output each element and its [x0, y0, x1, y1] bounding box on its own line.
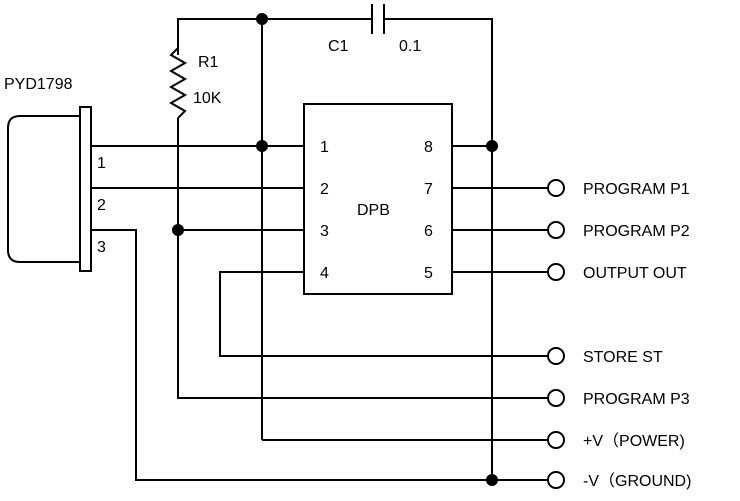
terminal-program-p2[interactable]: [547, 221, 565, 239]
junction-dot: [486, 140, 498, 152]
capacitor-c1: C1 0.1: [328, 4, 421, 55]
capacitor-value-label: 0.1: [399, 38, 421, 55]
junction-dot: [172, 224, 184, 236]
terminal-label-output-out: OUTPUT OUT: [583, 265, 687, 282]
resistor-ref-label: R1: [198, 54, 219, 71]
capacitor-ref-label: C1: [328, 38, 349, 55]
junction-dot: [256, 140, 268, 152]
terminal-label-power: +V（POWER): [583, 432, 685, 450]
terminal-ground[interactable]: [547, 471, 565, 489]
junction-dot: [256, 13, 268, 25]
chip-pin-7: 7: [424, 181, 433, 198]
junctions: [172, 13, 498, 486]
terminal-program-p3[interactable]: [547, 389, 565, 407]
terminal-store-st[interactable]: [547, 347, 565, 365]
chip-pin-3: 3: [320, 223, 329, 240]
junction-dot: [486, 474, 498, 486]
sensor-pin-2: 2: [97, 197, 106, 214]
terminal-output-out[interactable]: [547, 263, 565, 281]
chip-pin-1: 1: [320, 139, 329, 156]
sensor-label: PYD1798: [4, 76, 73, 93]
terminal-program-p1[interactable]: [547, 179, 565, 197]
pyd1798-sensor: PYD1798 1 2 3: [4, 76, 106, 272]
terminals: PROGRAM P1 PROGRAM P2 OUTPUT OUT STORE S…: [547, 179, 691, 490]
chip-pin-8: 8: [424, 139, 433, 156]
sensor-pin-1: 1: [97, 155, 106, 172]
terminal-power[interactable]: [547, 431, 565, 449]
sensor-pin-3: 3: [97, 239, 106, 256]
resistor-r1: R1 10K: [168, 47, 222, 119]
resistor-value-label: 10K: [193, 90, 222, 107]
chip-pin-6: 6: [424, 223, 433, 240]
dpb-chip: DPB 1 2 3 4 8 7 6 5: [303, 103, 453, 295]
wires: [91, 18, 548, 481]
chip-name-label: DPB: [357, 202, 390, 219]
chip-pin-2: 2: [320, 181, 329, 198]
terminal-label-program-p1: PROGRAM P1: [583, 181, 690, 198]
terminal-label-ground: -V（GROUND): [583, 472, 691, 490]
terminal-label-program-p2: PROGRAM P2: [583, 223, 690, 240]
terminal-label-program-p3: PROGRAM P3: [583, 391, 690, 408]
terminal-label-store-st: STORE ST: [583, 349, 663, 366]
chip-pin-5: 5: [424, 265, 433, 282]
chip-pin-4: 4: [320, 265, 329, 282]
